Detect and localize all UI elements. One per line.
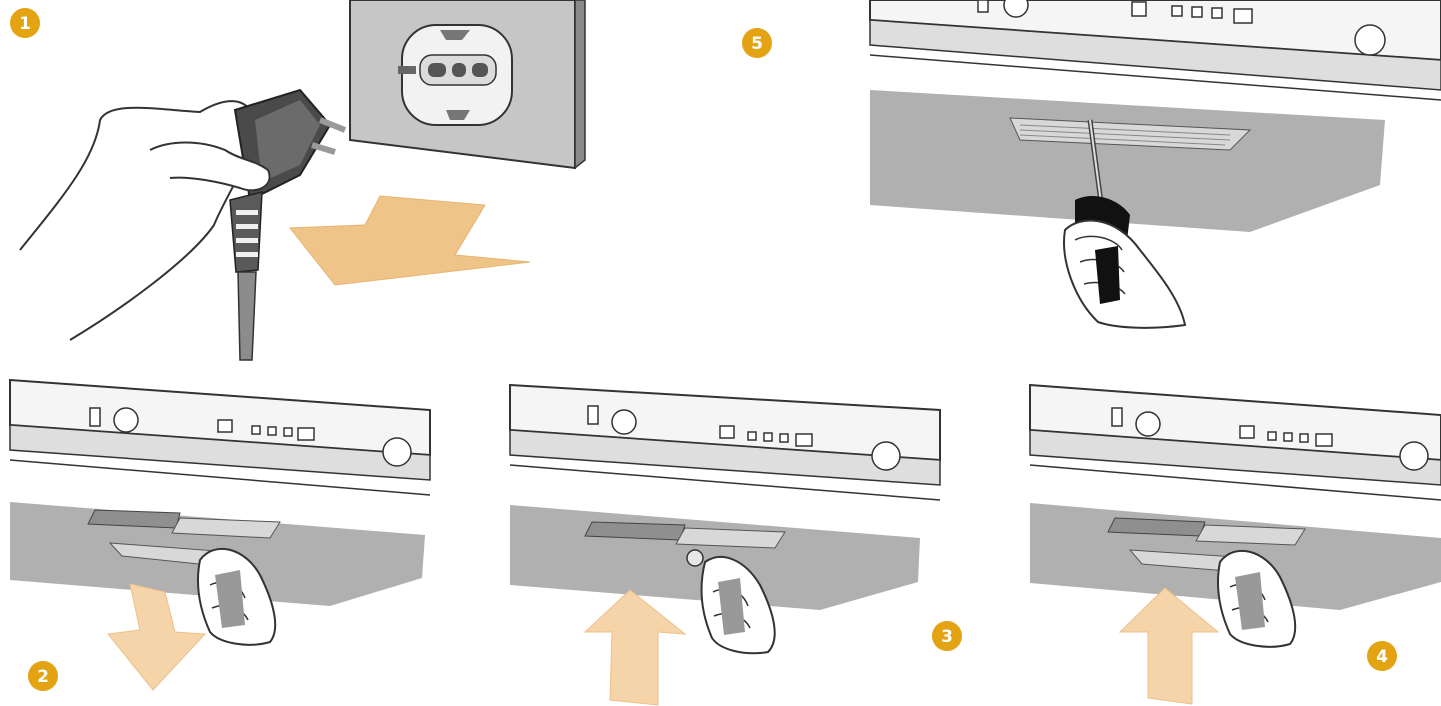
hood-control-strip xyxy=(510,385,940,500)
step-3-panel: 3 xyxy=(500,370,980,706)
hood-underside xyxy=(870,90,1385,232)
step-5-badge: 5 xyxy=(742,28,772,58)
svg-text:5: 5 xyxy=(751,34,763,54)
up-arrow xyxy=(1120,588,1218,704)
down-arrow xyxy=(108,584,205,690)
svg-text:2: 2 xyxy=(37,667,49,687)
step-4-panel: 4 xyxy=(1020,370,1441,706)
step-2-badge: 2 xyxy=(28,661,58,691)
wall-socket xyxy=(350,0,585,168)
hood-control-strip xyxy=(1030,385,1441,500)
up-arrow xyxy=(585,590,685,705)
step-2-panel: 2 xyxy=(0,370,440,706)
step-1-badge: 1 xyxy=(10,8,40,38)
svg-text:3: 3 xyxy=(941,627,953,647)
svg-text:1: 1 xyxy=(19,14,31,34)
unplug-arrow xyxy=(290,196,530,285)
hood-control-strip xyxy=(870,0,1441,100)
hood-control-strip xyxy=(10,380,430,495)
hand-with-plug xyxy=(20,90,345,360)
step-1-panel: 1 xyxy=(0,0,600,360)
step-5-panel: 5 xyxy=(720,0,1441,340)
step-4-badge: 4 xyxy=(1367,641,1397,671)
step-3-badge: 3 xyxy=(932,621,962,651)
svg-text:4: 4 xyxy=(1376,647,1388,667)
